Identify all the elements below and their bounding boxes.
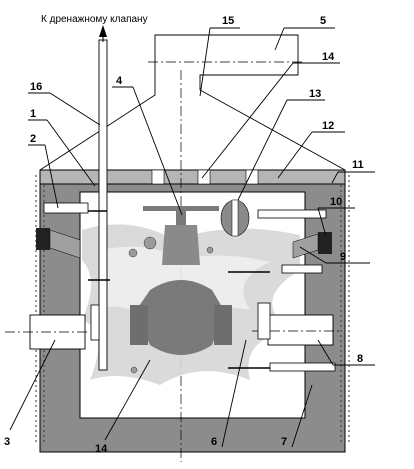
label-7: 7 [281,436,287,448]
label-14-top: 14 [322,51,335,63]
label-8: 8 [357,353,363,365]
label-14-bottom: 14 [95,443,108,455]
hood [39,34,346,171]
bubbles [128,236,214,374]
part-labels: 1 2 3 4 5 6 7 8 9 10 11 12 13 14 14 15 1… [4,15,364,455]
label-10: 10 [330,196,342,208]
drain-valve-caption: К дренажному клапану [41,14,148,25]
label-12: 12 [322,120,334,132]
drain-pipe [90,25,108,371]
label-1: 1 [30,108,36,120]
label-2: 2 [30,133,36,145]
top-cover [39,169,346,185]
leader-lines [9,27,375,448]
label-5: 5 [320,15,326,27]
nozzles [36,228,332,259]
valve [130,206,232,355]
label-11: 11 [352,159,364,171]
label-16: 16 [30,81,42,93]
float [220,199,250,237]
label-15: 15 [222,15,234,27]
label-4: 4 [116,75,123,87]
label-6: 6 [211,436,217,448]
label-3: 3 [4,436,10,448]
label-9: 9 [340,251,346,263]
wall-sleeves [5,202,340,372]
label-13: 13 [309,88,321,100]
